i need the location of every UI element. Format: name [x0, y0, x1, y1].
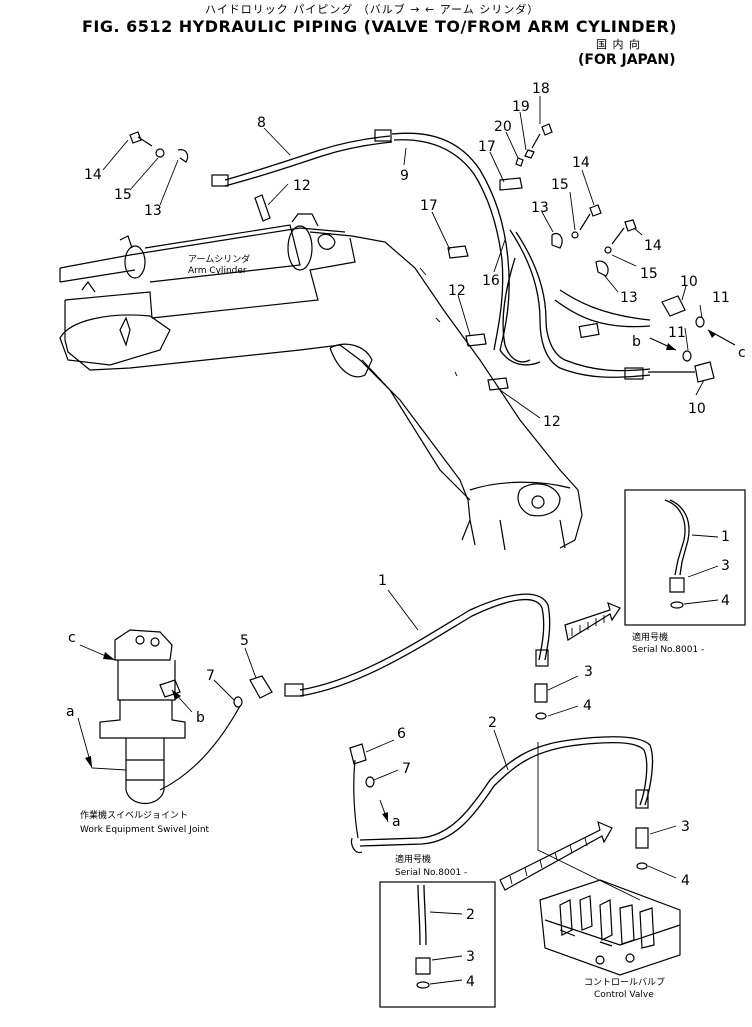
region-japanese: 国 内 向	[596, 37, 641, 51]
connection-letter-b-lower: b	[196, 710, 205, 726]
callout-3-upper: 3	[584, 664, 593, 680]
callout-11-upper: 11	[712, 290, 730, 306]
control-valve-label-jp: コントロールバルブ	[584, 976, 665, 988]
callout-12-lower: 12	[543, 414, 561, 430]
callout-11-lower: 11	[668, 325, 686, 341]
callout-3-lower: 3	[681, 819, 690, 835]
callout-2: 2	[488, 715, 497, 731]
callout-15-mid: 15	[551, 177, 569, 193]
callout-1-inset: 1	[721, 529, 730, 545]
arm-cylinder-label: Arm Cylinder	[188, 266, 247, 276]
callout-4-inset-lower: 4	[466, 974, 475, 990]
boom-arm-structure	[59, 213, 583, 551]
callout-3-inset-lower: 3	[466, 949, 475, 965]
region-label: (FOR JAPAN)	[578, 52, 676, 68]
connection-letter-b-upper: b	[632, 334, 641, 350]
connection-letter-c-lower: c	[68, 630, 76, 646]
callout-8: 8	[257, 115, 266, 131]
connection-letter-c-upper: c	[738, 345, 746, 361]
callout-16: 16	[482, 273, 500, 289]
figure-title: FIG. 6512 HYDRAULIC PIPING (VALVE TO/FRO…	[82, 17, 677, 36]
callout-18: 18	[532, 81, 550, 97]
upper-hoses	[211, 129, 715, 383]
callout-9: 9	[400, 168, 409, 184]
callout-17-lower: 17	[420, 198, 438, 214]
direction-arrows	[499, 601, 621, 891]
arm-cylinder-label-jp: アームシリンダ	[188, 253, 250, 265]
control-valve-label: Control Valve	[594, 990, 654, 1000]
callout-4-lower: 4	[681, 873, 690, 889]
clamps-and-bolts	[129, 123, 736, 391]
callout-10-upper: 10	[680, 274, 698, 290]
callout-14-right: 14	[644, 238, 662, 254]
elbow-fitting-10-lower	[694, 361, 715, 383]
callout-7-lower: 7	[402, 761, 411, 777]
callout-1: 1	[378, 573, 387, 589]
serial-lower: Serial No.8001 -	[395, 868, 467, 878]
hose-1-assembly	[233, 593, 551, 720]
callout-15-left: 15	[114, 187, 132, 203]
callout-13-right: 13	[620, 290, 638, 306]
callout-10-lower: 10	[688, 401, 706, 417]
hose-8-fitting-b	[374, 129, 392, 142]
callout-4-upper: 4	[583, 698, 592, 714]
callout-15-right: 15	[640, 266, 658, 282]
swivel-joint	[77, 629, 241, 804]
connection-letter-a-hose2: a	[392, 814, 401, 830]
callout-12-upper: 12	[293, 178, 311, 194]
serial-right-jp: 適用号機	[632, 631, 668, 643]
callout-13-mid: 13	[531, 200, 549, 216]
elbow-fitting-10-upper	[661, 295, 686, 317]
hose-2-assembly	[349, 736, 654, 870]
callout-13-left: 13	[144, 203, 162, 219]
serial-lower-jp: 適用号機	[395, 853, 431, 865]
callout-14-mid: 14	[572, 155, 590, 171]
connection-letter-a-lower: a	[66, 704, 75, 720]
callout-14-left: 14	[84, 167, 102, 183]
callout-20: 20	[494, 119, 512, 135]
callout-7-upper: 7	[206, 668, 215, 684]
swivel-joint-label: Work Equipment Swivel Joint	[80, 825, 210, 835]
title-japanese: ハイドロリック パイピング （バルブ → ← アーム シリンダ）	[205, 2, 539, 16]
callout-12-mid: 12	[448, 283, 466, 299]
callout-17-upper: 17	[478, 139, 496, 155]
callout-4-inset: 4	[721, 593, 730, 609]
inset-box-lower	[379, 881, 496, 1008]
inset-box-right	[624, 489, 746, 626]
callout-2-inset: 2	[466, 907, 475, 923]
swivel-joint-label-jp: 作業機スイベルジョイント	[80, 809, 188, 821]
serial-right: Serial No.8001 -	[632, 645, 704, 655]
callout-19: 19	[512, 99, 530, 115]
lower-leader-lines	[213, 589, 677, 879]
upper-leader-lines	[102, 96, 705, 419]
hose-8-fitting-a	[211, 174, 229, 187]
control-valve	[537, 742, 681, 976]
callout-5: 5	[240, 633, 249, 649]
callout-6: 6	[397, 726, 406, 742]
callout-3-inset: 3	[721, 558, 730, 574]
